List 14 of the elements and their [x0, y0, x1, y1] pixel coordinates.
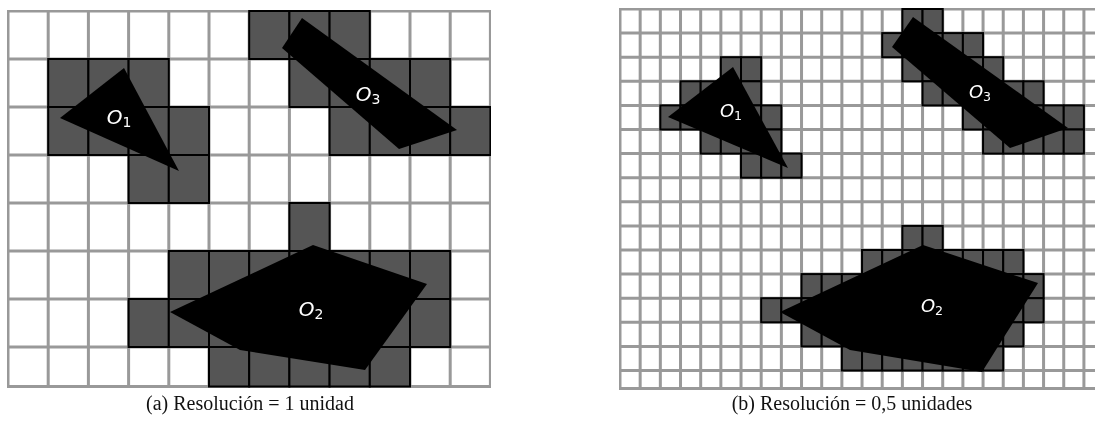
- obstacle-label: O$_{1}$: [106, 106, 132, 130]
- obstacle-polygon: [780, 245, 1038, 372]
- obstacle-polygon: [60, 68, 179, 171]
- obstacle-polygon: [892, 17, 1068, 148]
- obstacle-label: O$_{3}$: [355, 83, 381, 107]
- obstacle-label: O$_{2}$: [298, 298, 324, 322]
- obstacle-polygon: [668, 67, 788, 168]
- obstacle-polygon: [282, 18, 457, 149]
- obstacle-label: O$_{1}$: [719, 101, 743, 123]
- obstacle-label: O$_{3}$: [968, 82, 992, 104]
- obstacle-polygon: [170, 245, 427, 370]
- subfigure-caption: (a) Resolución = 1 unidad: [146, 392, 354, 415]
- subfigure-caption: (b) Resolución = 0,5 unidades: [731, 392, 973, 415]
- obstacle-label: O$_{2}$: [920, 296, 944, 318]
